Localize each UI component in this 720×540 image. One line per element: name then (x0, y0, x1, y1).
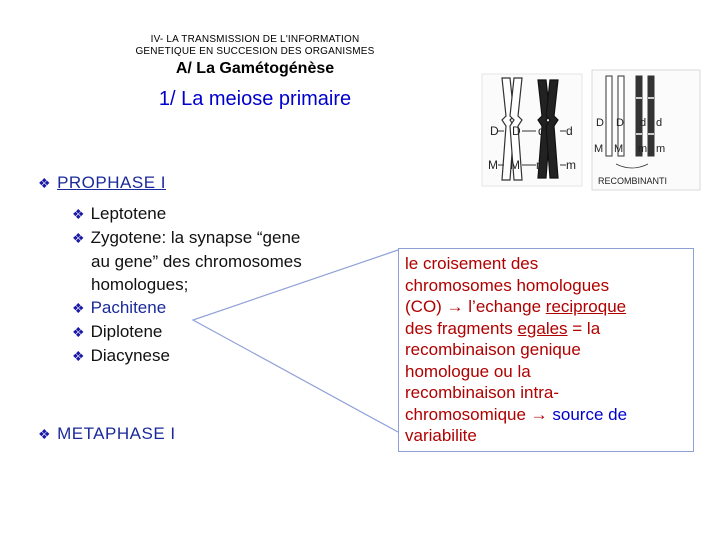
left-panel (481, 73, 583, 187)
svg-text:D: D (512, 124, 521, 138)
gene-dashes (498, 130, 566, 166)
bullet-zygotene: ❖ Zygotene: la synapse “gene (72, 226, 302, 250)
callout-line: recombinaison intra- (405, 383, 560, 402)
diacynese-label: Diacynese (90, 346, 170, 365)
metaphase-label: METAPHASE I (57, 424, 176, 443)
sub-bullet-list: ❖ Leptotene ❖ Zygotene: la synapse “gene a… (72, 202, 302, 368)
svg-text:d: d (656, 117, 662, 129)
dark-chromosome (537, 79, 559, 179)
callout-line: chromosomes homologues (405, 275, 610, 295)
prophase-label: PROPHASE I (57, 173, 166, 192)
white-chromosome (501, 77, 523, 181)
gene-labels-left: D D d d M M m m (488, 124, 576, 172)
diamond-bullet-icon: ❖ (72, 348, 85, 364)
svg-text:m: m (638, 143, 647, 155)
bullet-pachitene: ❖ Pachitene (72, 296, 302, 320)
callout-line: homologue ou la (405, 361, 531, 381)
svg-text:M: M (510, 158, 520, 172)
section-subtitle: A/ La Gamétogénèse (175, 60, 335, 77)
callout-line: recombinaison genique (405, 340, 581, 359)
bullet-diacynese: ❖ Diacynese (72, 344, 302, 368)
svg-text:D: D (616, 117, 624, 129)
svg-text:M: M (594, 143, 603, 155)
callout-line: chromosomique → source de (405, 404, 628, 424)
diplotene-label: Diplotene (90, 322, 163, 341)
callout-line: le croisement des (405, 254, 539, 273)
slide-title: 1/ La meiose primaire (158, 88, 352, 110)
svg-text:M: M (488, 158, 498, 172)
bullet-diplotene: ❖ Diplotene (72, 320, 302, 344)
recombinant-chromosomes (605, 75, 655, 157)
gene-labels-right: D D d d M M m m (594, 117, 665, 155)
diamond-bullet-icon: ❖ (72, 300, 85, 316)
zygotene-line-3: homologues; (91, 275, 189, 294)
chromosome-figure: D D d d M M m m D D d d M M m m RECOMBIN… (481, 69, 701, 191)
header-line-2: GENETIQUE EN SUCCESION DES ORGANISMES (135, 46, 375, 57)
figure-caption: RECOMBINANTI (598, 176, 667, 186)
svg-text:d: d (640, 117, 646, 129)
svg-text:D: D (596, 117, 604, 129)
diamond-bullet-icon: ❖ (72, 206, 85, 222)
header-line-1: IV- LA TRANSMISSION DE L'INFORMATION (150, 34, 360, 45)
svg-text:D: D (490, 124, 499, 138)
svg-text:m: m (536, 158, 546, 172)
diamond-bullet-icon: ❖ (38, 175, 52, 191)
zygotene-line-2: au gene” des chromosomes (91, 252, 302, 271)
bullet-prophase: ❖ PROPHASE I (38, 173, 166, 193)
callout-line: variabilite (405, 426, 477, 445)
svg-text:d: d (566, 124, 573, 138)
svg-text:d: d (538, 124, 545, 138)
leptotene-label: Leptotene (90, 204, 167, 223)
svg-text:m: m (566, 158, 576, 172)
zygotene-label-1: Zygotene: la synapse “gene (90, 228, 301, 247)
callout-line: des fragments egales = la (405, 318, 601, 338)
callout-box: le croisement des chromosomes homologues… (398, 248, 694, 452)
callout-line: (CO) → l’echange reciproque (405, 297, 627, 316)
diamond-bullet-icon: ❖ (38, 426, 52, 442)
bullet-leptotene: ❖ Leptotene (72, 202, 302, 226)
diamond-bullet-icon: ❖ (72, 230, 85, 246)
pachitene-label: Pachitene (90, 298, 167, 317)
recombinant-bands (636, 97, 654, 135)
bullet-metaphase: ❖ METAPHASE I (38, 424, 176, 444)
svg-text:M: M (614, 143, 623, 155)
bracket (615, 163, 649, 169)
svg-text:m: m (656, 143, 665, 155)
diamond-bullet-icon: ❖ (72, 324, 85, 340)
